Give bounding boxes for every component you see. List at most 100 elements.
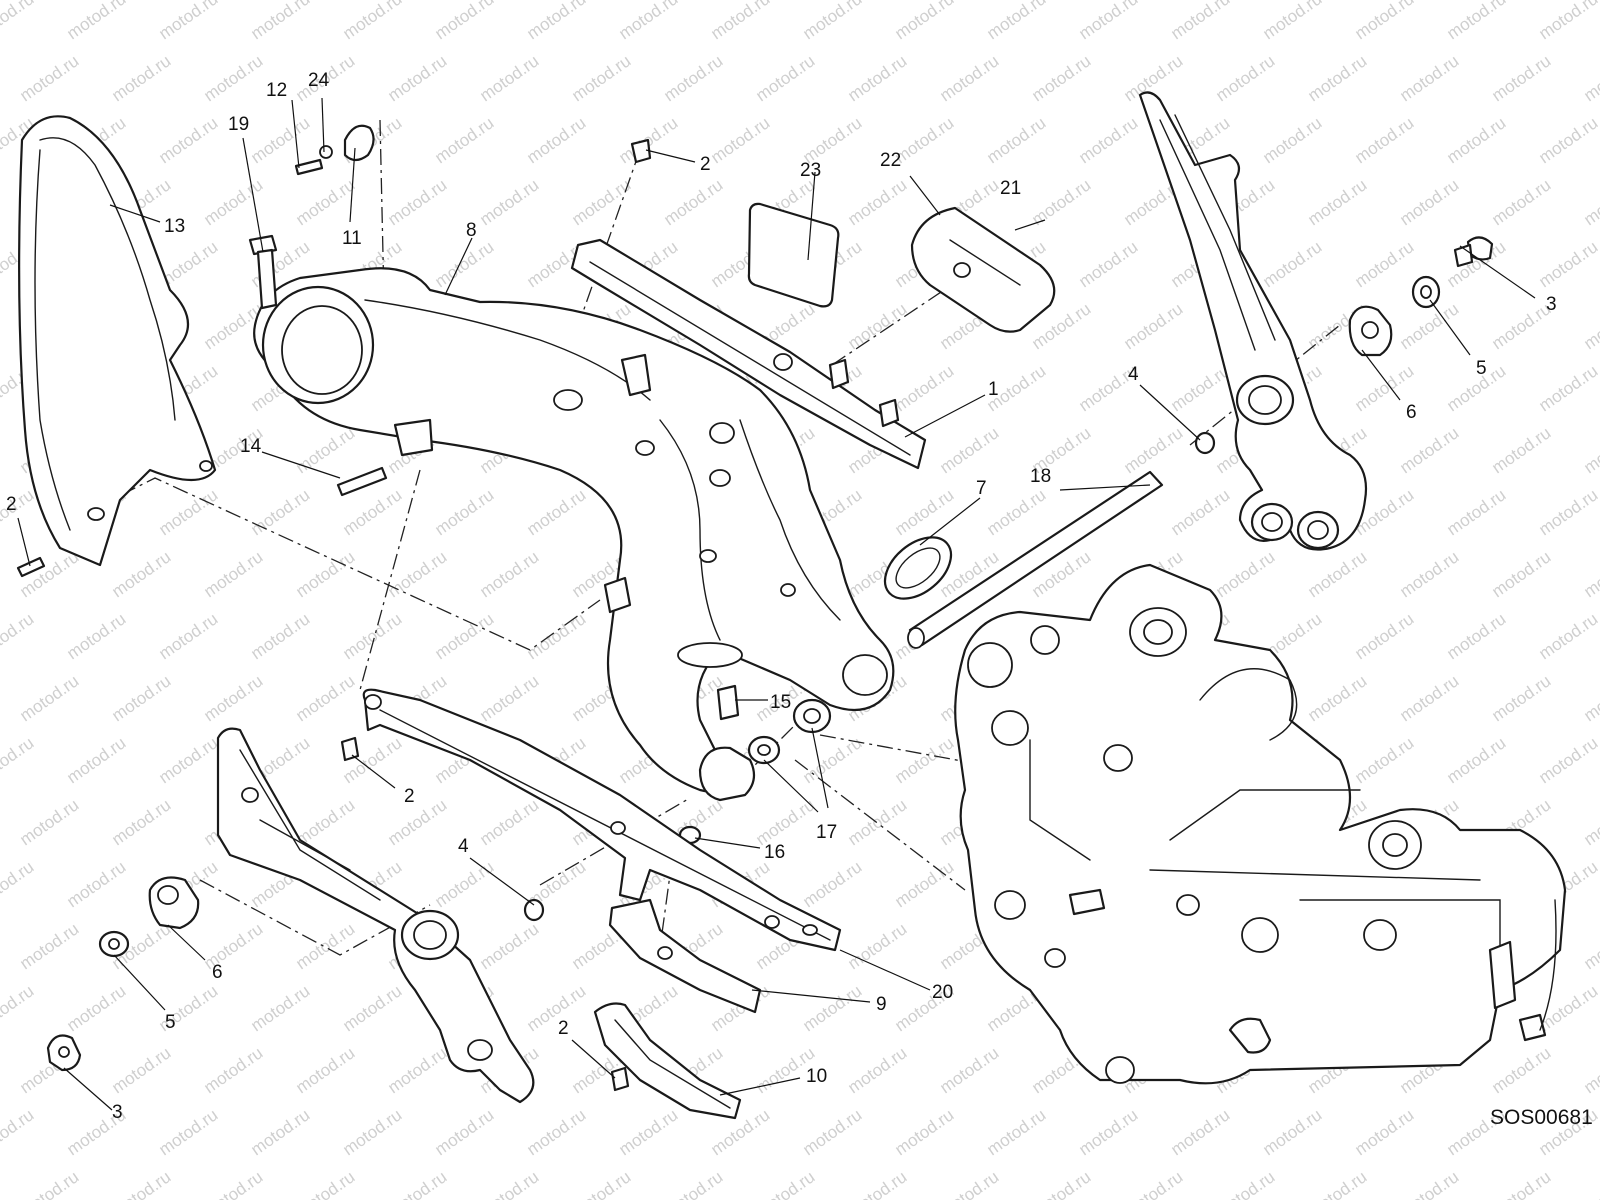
watermark-text: motod.ru: [1580, 175, 1600, 229]
watermark-text: motod.ru: [1075, 113, 1141, 167]
callout-14: 14: [240, 436, 262, 457]
watermark-text: motod.ru: [844, 299, 910, 353]
callout-15: 15: [770, 692, 791, 713]
watermark-text: motod.ru: [247, 609, 313, 663]
callout-2: 2: [558, 1018, 569, 1039]
watermark-text: motod.ru: [1396, 1167, 1462, 1200]
watermark-text: motod.ru: [1580, 547, 1600, 601]
part-19-bolt: [248, 234, 278, 310]
watermark-text: motod.ru: [891, 857, 957, 911]
watermark-text: motod.ru: [1488, 423, 1554, 477]
watermark-text: motod.ru: [155, 113, 221, 167]
watermark-text: motod.ru: [707, 113, 773, 167]
watermark-text: motod.ru: [200, 547, 266, 601]
part-15-16-17-hardware: [678, 684, 832, 845]
watermark-text: motod.ru: [431, 485, 497, 539]
watermark-text: motod.ru: [1259, 1105, 1325, 1159]
watermark-text: motod.ru: [844, 919, 910, 973]
watermark-text: motod.ru: [108, 51, 174, 105]
watermark-text: motod.ru: [752, 1167, 818, 1200]
watermark-text: motod.ru: [1396, 175, 1462, 229]
watermark-text: motod.ru: [431, 0, 497, 43]
watermark-text: motod.ru: [1535, 113, 1600, 167]
watermark-text: motod.ru: [1304, 547, 1370, 601]
watermark-text: motod.ru: [1304, 175, 1370, 229]
watermark-text: motod.ru: [1580, 919, 1600, 973]
watermark-text: motod.ru: [384, 1167, 450, 1200]
watermark-text: motod.ru: [1488, 299, 1554, 353]
watermark-text: motod.ru: [1580, 299, 1600, 353]
watermark-text: motod.ru: [339, 1105, 405, 1159]
part-8-swingarm: [253, 267, 895, 794]
watermark-text: motod.ru: [431, 1105, 497, 1159]
watermark-text: motod.ru: [476, 1167, 542, 1200]
watermark-text: motod.ru: [1535, 609, 1600, 663]
part-20-lower-chain-guard: [362, 688, 842, 952]
watermark-text: motod.ru: [1351, 1105, 1417, 1159]
watermark-text: motod.ru: [1028, 175, 1094, 229]
watermark-text: motod.ru: [431, 113, 497, 167]
watermark-text: motod.ru: [844, 795, 910, 849]
watermark-text: motod.ru: [1304, 671, 1370, 725]
watermark-text: motod.ru: [983, 0, 1049, 43]
callout-21: 21: [1000, 178, 1021, 199]
watermark-text: motod.ru: [615, 1105, 681, 1159]
watermark-text: motod.ru: [1396, 671, 1462, 725]
watermark-text: motod.ru: [63, 0, 129, 43]
part-13-rear-hugger: [18, 115, 217, 567]
callout-10: 10: [806, 1066, 827, 1087]
watermark-text: motod.ru: [339, 981, 405, 1035]
watermark-text: motod.ru: [476, 671, 542, 725]
watermark-text: motod.ru: [1488, 175, 1554, 229]
watermark-text: motod.ru: [0, 1105, 37, 1159]
callout-6: 6: [1406, 402, 1417, 423]
watermark-text: motod.ru: [292, 1043, 358, 1097]
left-footpeg-bracket: [216, 727, 535, 1104]
watermark-text: motod.ru: [247, 113, 313, 167]
watermark-text: motod.ru: [707, 0, 773, 43]
watermark-text: motod.ru: [1396, 547, 1462, 601]
watermark-text: motod.ru: [1488, 547, 1554, 601]
watermark-text: motod.ru: [523, 0, 589, 43]
watermark-text: motod.ru: [63, 733, 129, 787]
callout-3: 3: [1546, 294, 1557, 315]
watermark-text: motod.ru: [1351, 237, 1417, 291]
watermark-text: motod.ru: [660, 1167, 726, 1200]
watermark-text: motod.ru: [891, 0, 957, 43]
watermark-text: motod.ru: [1535, 733, 1600, 787]
watermark-text: motod.ru: [108, 1167, 174, 1200]
watermark-text: motod.ru: [660, 175, 726, 229]
watermark-text: motod.ru: [1212, 1167, 1278, 1200]
watermark-text: motod.ru: [384, 175, 450, 229]
callout-11: 11: [342, 228, 362, 249]
watermark-text: motod.ru: [1580, 1043, 1600, 1097]
watermark-text: motod.ru: [292, 1167, 358, 1200]
watermark-text: motod.ru: [1488, 51, 1554, 105]
watermark-text: motod.ru: [1304, 51, 1370, 105]
watermark-text: motod.ru: [108, 795, 174, 849]
callout-17: 17: [816, 822, 837, 843]
callout-23: 23: [800, 160, 821, 181]
watermark-text: motod.ru: [1028, 1167, 1094, 1200]
watermark-text: motod.ru: [983, 113, 1049, 167]
watermark-text: motod.ru: [1075, 1105, 1141, 1159]
watermark-text: motod.ru: [0, 981, 37, 1035]
callout-5: 5: [1476, 358, 1487, 379]
watermark-text: motod.ru: [108, 671, 174, 725]
left-hardware-3-5-6: [46, 876, 200, 1072]
watermark-text: motod.ru: [1304, 1167, 1370, 1200]
watermark-text: motod.ru: [844, 1043, 910, 1097]
leader-lines: [17, 97, 1536, 1111]
watermark-text: motod.ru: [1120, 423, 1186, 477]
watermark-text: motod.ru: [1443, 485, 1509, 539]
watermark-text: motod.ru: [1580, 423, 1600, 477]
watermark-text: motod.ru: [63, 981, 129, 1035]
callout-6: 6: [212, 962, 223, 983]
watermark-text: motod.ru: [16, 51, 82, 105]
part-1-chain-guard: [570, 238, 927, 470]
watermark-text: motod.ru: [16, 671, 82, 725]
callout-labels: 1 2 2 2 2 3 3 4 4 5 5 6 6 7 8 9 10 11 12…: [6, 70, 1557, 1123]
watermark-text: motod.ru: [339, 0, 405, 43]
watermark-text: motod.ru: [1351, 609, 1417, 663]
watermark-text: motod.ru: [523, 485, 589, 539]
